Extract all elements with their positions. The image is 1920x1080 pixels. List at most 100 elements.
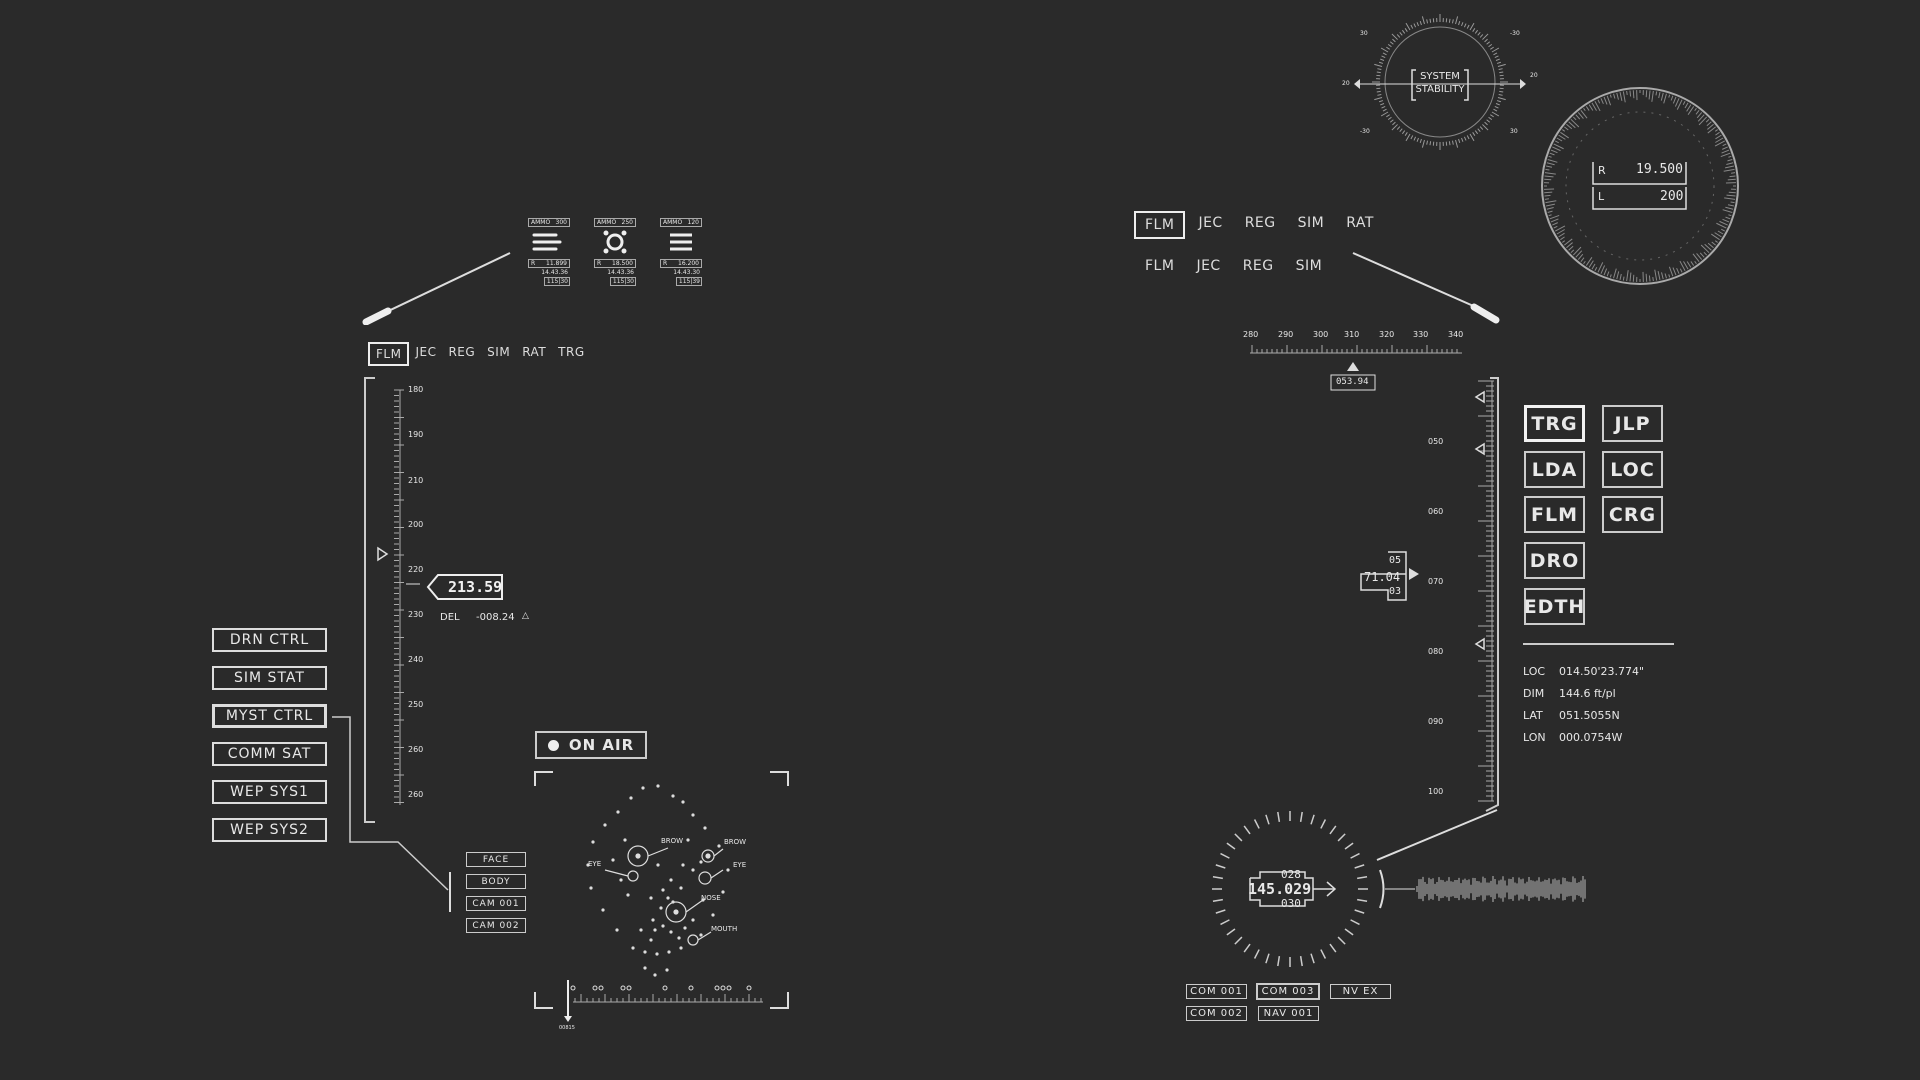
on-air-indicator[interactable]: ON AIR [535, 731, 647, 759]
info-key: LOC [1523, 665, 1546, 678]
left-tab-bar: FLM JEC REG SIM RAT TRG [368, 342, 591, 366]
left-tab-reg[interactable]: REG [448, 345, 476, 359]
right-tab-reg[interactable]: REG [1244, 215, 1276, 231]
right-vertical-scale [1474, 377, 1499, 812]
brow-right-label: BROW [724, 838, 747, 846]
right-tab2-flm[interactable]: FLM [1145, 258, 1175, 274]
nv-ex-button[interactable]: NV EX [1330, 984, 1391, 999]
jlp-button[interactable]: JLP [1602, 405, 1663, 442]
crg-button[interactable]: CRG [1602, 496, 1663, 533]
cam-002-button[interactable]: CAM 002 [466, 918, 526, 933]
scale-tick-label: 260 [408, 745, 424, 754]
right-tab-flm[interactable]: FLM [1134, 211, 1186, 239]
scale-tick-label: 050 [1428, 437, 1444, 446]
right-tab-jec[interactable]: JEC [1198, 215, 1223, 231]
stability-tick: 30 [1510, 128, 1518, 135]
eye-right-label: EYE [733, 861, 747, 869]
scale-tick-label: 080 [1428, 647, 1444, 656]
lda-button[interactable]: LDA [1524, 451, 1585, 488]
info-key: DIM [1523, 687, 1545, 700]
info-value: 000.0754W [1559, 731, 1623, 744]
stability-tick: -30 [1510, 30, 1520, 37]
ammo-count: 120 [687, 219, 699, 226]
ammo-panel-3: AMMO 120 R 16.200 14.43.30 115|39 [660, 218, 702, 286]
l-value: 200 [1660, 189, 1684, 204]
scale-tick-label: 180 [408, 385, 424, 394]
delta-icon: △ [522, 611, 529, 621]
del-value: -008.24 [476, 612, 515, 623]
drn-ctrl-button[interactable]: DRN CTRL [212, 628, 327, 652]
dial-bottom: 030 [1281, 897, 1301, 910]
menu-lines-icon [670, 233, 692, 251]
heading-tick: 280 [1243, 330, 1259, 339]
info-key: LAT [1523, 709, 1543, 722]
loc-button[interactable]: LOC [1602, 451, 1663, 488]
scale-tick-label: 260 [408, 790, 424, 799]
ammo-sub: 115|30 [610, 277, 636, 286]
ammo-label: AMMO [597, 219, 617, 226]
capture-menu: FACE BODY CAM 001 CAM 002 [466, 852, 526, 940]
body-button[interactable]: BODY [466, 874, 526, 889]
face-button[interactable]: FACE [466, 852, 526, 867]
heading-tick: 310 [1344, 330, 1360, 339]
ammo-value: 11.899 [546, 260, 567, 267]
heading-ruler [1250, 345, 1462, 391]
right-readout-box [1360, 551, 1419, 601]
scale-tick-label: 240 [408, 655, 424, 664]
sim-stat-button[interactable]: SIM STAT [212, 666, 327, 690]
mouth-label: MOUTH [711, 925, 738, 933]
brow-left-label: BROW [661, 837, 684, 845]
info-row-dim: DIM 144.6 ft/pl [1523, 687, 1644, 700]
right-tab-sim[interactable]: SIM [1297, 215, 1325, 231]
wep-sys1-button[interactable]: WEP SYS1 [212, 780, 327, 804]
system-menu: DRN CTRL SIM STAT MYST CTRL COMM SAT WEP… [212, 628, 327, 856]
record-dot-icon [547, 739, 559, 751]
ammo-panel-2: AMMO 250 R 18.500 14.43.36 115|30 [594, 218, 636, 286]
left-tab-sim[interactable]: SIM [487, 345, 511, 359]
nose-label: NOSE [701, 894, 721, 902]
left-diagonal-line [362, 252, 511, 325]
com-002-button[interactable]: COM 002 [1186, 1006, 1247, 1021]
wep-sys2-button[interactable]: WEP SYS2 [212, 818, 327, 842]
gear-icon [603, 230, 627, 254]
scale-tick-label: 250 [408, 700, 424, 709]
scale-tick-label: 200 [408, 520, 424, 529]
ammo-count: 300 [555, 219, 567, 226]
comm-sat-button[interactable]: COMM SAT [212, 742, 327, 766]
system-stability-gauge [1354, 14, 1526, 150]
left-tab-jec[interactable]: JEC [415, 345, 437, 359]
ammo-sub: 115|30 [544, 277, 570, 286]
left-tab-flm[interactable]: FLM [368, 342, 410, 366]
left-tab-rat[interactable]: RAT [522, 345, 547, 359]
dial-top: 028 [1281, 868, 1301, 881]
trg-button[interactable]: TRG [1524, 405, 1585, 442]
stability-tick: 20 [1530, 72, 1538, 79]
myst-ctrl-button[interactable]: MYST CTRL [212, 704, 327, 728]
info-value: 144.6 ft/pl [1559, 687, 1616, 700]
ammo-time: 14.43.30 [673, 269, 700, 276]
flm-button[interactable]: FLM [1524, 496, 1585, 533]
nav-001-button[interactable]: NAV 001 [1258, 1006, 1319, 1021]
left-tab-trg[interactable]: TRG [558, 345, 585, 359]
l-label: L [1598, 190, 1605, 203]
info-row-loc: LOC 014.50'23.774" [1523, 665, 1644, 678]
heading-tick: 340 [1448, 330, 1464, 339]
cam-001-button[interactable]: CAM 001 [466, 896, 526, 911]
heading-tick: 330 [1413, 330, 1429, 339]
rl-gauge [1541, 87, 1739, 285]
right-tab-rat[interactable]: RAT [1346, 215, 1374, 231]
com-003-button[interactable]: COM 003 [1256, 983, 1320, 1000]
right-tab2-jec[interactable]: JEC [1196, 258, 1221, 274]
heading-tick: 320 [1379, 330, 1395, 339]
scale-tick-label: 230 [408, 610, 424, 619]
info-value: 014.50'23.774" [1559, 665, 1645, 678]
right-tab2-reg[interactable]: REG [1242, 258, 1274, 274]
com-001-button[interactable]: COM 001 [1186, 984, 1247, 999]
right-tab2-sim[interactable]: SIM [1295, 258, 1323, 274]
heading-tick: 300 [1313, 330, 1329, 339]
dro-button[interactable]: DRO [1524, 542, 1585, 579]
edth-button[interactable]: EDTH [1524, 588, 1585, 625]
right-readout-value: 71.04 [1364, 570, 1401, 584]
